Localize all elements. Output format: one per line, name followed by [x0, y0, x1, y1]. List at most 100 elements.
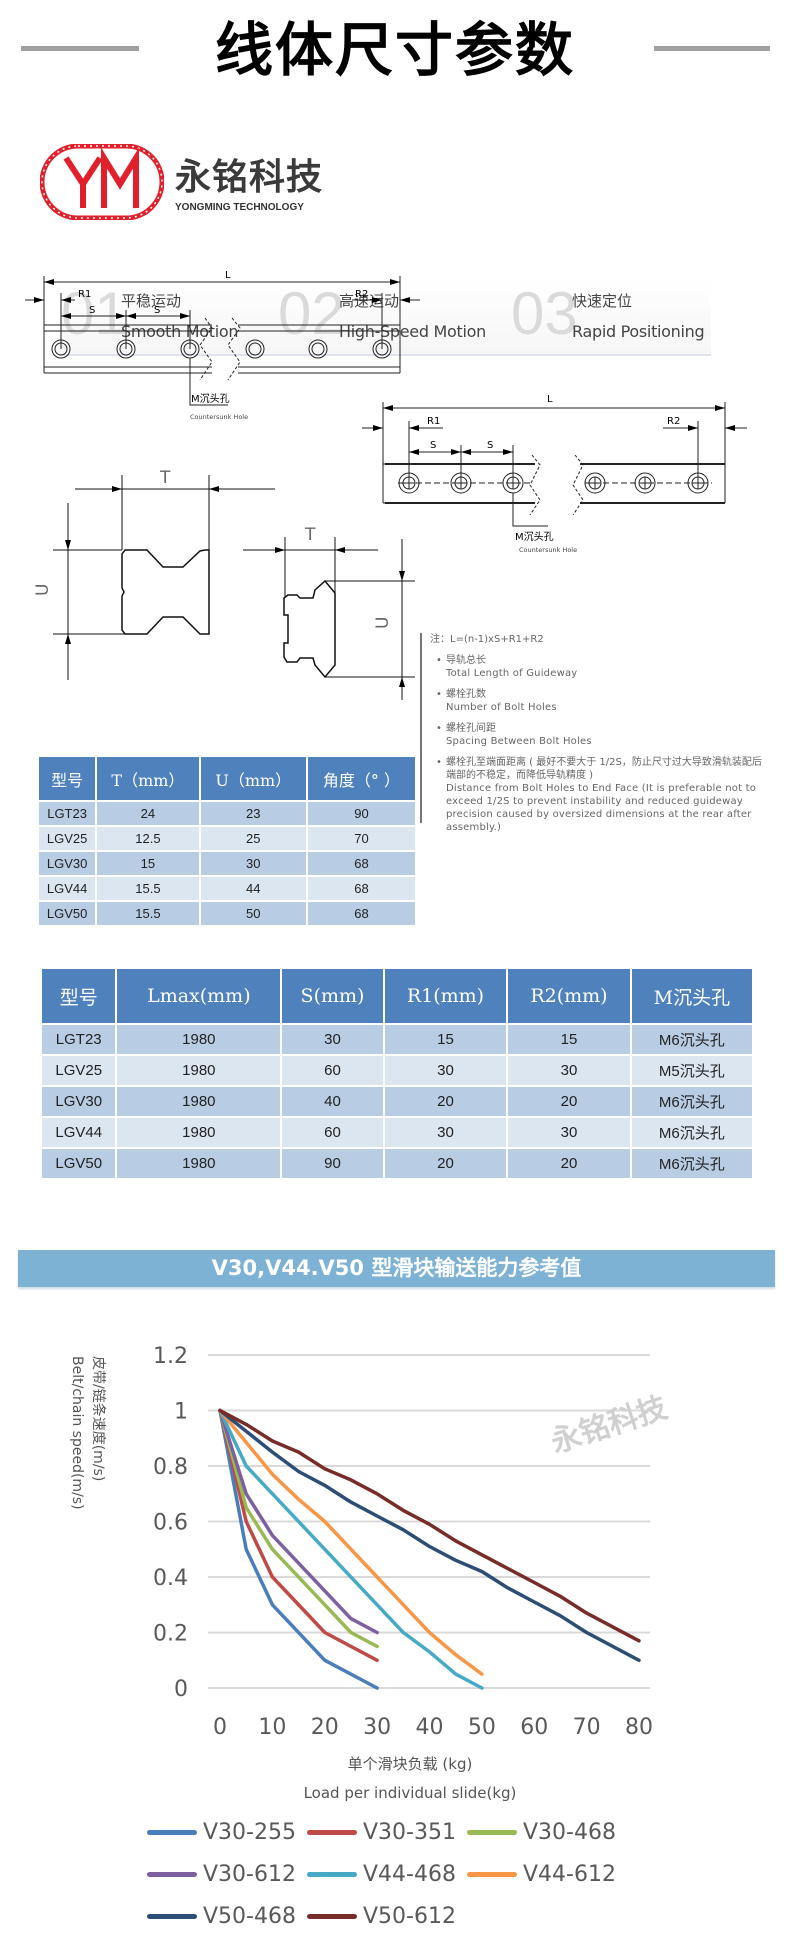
table-cell: 60 — [282, 1056, 383, 1085]
table-cell: 1980 — [117, 1118, 281, 1147]
table-cell: 30 — [384, 1118, 507, 1147]
table-cell: 1980 — [117, 1025, 281, 1054]
dim-label-T: T — [304, 525, 316, 545]
legend-label: V50-612 — [363, 1903, 456, 1929]
note-cn: 导轨总长 — [446, 655, 486, 666]
table-cell: 30 — [282, 1025, 383, 1054]
table-cell: 90 — [282, 1149, 383, 1178]
column-header: 型号 — [42, 969, 116, 1023]
x-tick-label: 40 — [416, 1715, 444, 1740]
table-cell: 40 — [282, 1087, 383, 1116]
y-tick-label: 0.6 — [153, 1511, 188, 1536]
table-cell: LGV50 — [42, 1149, 116, 1178]
table-cell: M6沉头孔 — [631, 1118, 752, 1147]
title-divider-left — [21, 46, 139, 51]
table-cell: M6沉头孔 — [631, 1149, 752, 1178]
series-line-v30-468 — [218, 1408, 379, 1649]
series-line-v30-255 — [218, 1408, 379, 1690]
y-axis-title-cn: 皮带/链条速度(m/s) — [90, 1356, 106, 1482]
note-en: Spacing Between Bolt Holes — [446, 736, 592, 747]
legend-swatch — [147, 1913, 197, 1919]
dim-label-U: U — [33, 584, 53, 596]
note-item: 螺栓孔至端面距离 ( 最好不要大于 1/2S，防止尺寸过大导致滑轨装配后端部的不… — [430, 756, 765, 834]
table-cell: 68 — [307, 877, 415, 900]
dim-label-R1: R1 — [427, 416, 440, 427]
table-cell: M6沉头孔 — [631, 1087, 752, 1116]
feature-title-cn: 快速定位 — [572, 292, 633, 310]
table-cell: 30 — [200, 852, 306, 875]
y-tick-label: 0 — [174, 1677, 188, 1702]
note-item: 螺栓孔数 Number of Bolt Holes — [430, 688, 770, 714]
table-cell: 24 — [97, 802, 199, 825]
table-cell: LGT23 — [42, 1025, 116, 1054]
dim-label-R2: R2 — [355, 289, 368, 300]
feature-title-en: High-Speed Motion — [339, 322, 486, 341]
dim-label-L: L — [547, 394, 553, 405]
table-cell: 68 — [307, 852, 415, 875]
series-line-v30-351 — [218, 1408, 379, 1663]
column-header: R2(mm) — [508, 969, 630, 1023]
column-header: M沉头孔 — [631, 969, 752, 1023]
legend-label: V30-468 — [523, 1819, 616, 1845]
table-cell: 30 — [384, 1056, 507, 1085]
technical-drawings: L R1 S S R2 M沉头孔 Countersunk Hole L R1 S… — [25, 270, 747, 700]
column-header: 角度（° ） — [307, 757, 415, 800]
series-line-v30-612 — [218, 1408, 379, 1635]
dim-label-U: U — [373, 617, 393, 629]
dim-label-L: L — [225, 270, 231, 281]
table-cell: 23 — [200, 802, 306, 825]
legend-swatch — [467, 1871, 517, 1877]
legend-item: V30-351 — [307, 1819, 456, 1845]
legend-swatch — [307, 1871, 357, 1877]
series-line-v50-468 — [218, 1408, 641, 1663]
dim-label-S: S — [89, 305, 95, 316]
note-cn: 螺栓孔间距 — [446, 723, 496, 734]
dim-label-S: S — [487, 440, 493, 451]
feature-title-cn: 平稳运动 — [121, 292, 182, 310]
note-cn: 螺栓孔数 — [446, 689, 486, 700]
legend-item: V50-612 — [307, 1903, 456, 1929]
profile-drawing-v — [53, 475, 275, 680]
hole-label-en: Countersunk Hole — [190, 413, 248, 421]
note-en: Distance from Bolt Holes to End Face (It… — [446, 783, 757, 833]
note-item: 导轨总长 Total Length of Guideway — [430, 654, 770, 680]
table-cell: 12.5 — [97, 827, 199, 850]
title-divider-right — [654, 46, 770, 51]
note-en: Total Length of Guideway — [446, 668, 578, 679]
legend-swatch — [147, 1871, 197, 1877]
dim-label-S: S — [430, 440, 436, 451]
x-tick-label: 30 — [363, 1715, 391, 1740]
brand-name: 永铭科技 — [175, 157, 324, 198]
legend-swatch — [307, 1913, 357, 1919]
table-cell: 20 — [384, 1087, 507, 1116]
y-tick-label: 1.2 — [153, 1344, 188, 1369]
note-cn: 螺栓孔至端面距离 ( 最好不要大于 1/2S，防止尺寸过大导致滑轨装配后端部的不… — [446, 757, 762, 781]
hole-label: M沉头孔 — [515, 530, 554, 543]
x-tick-label: 10 — [258, 1715, 286, 1740]
note-item: 螺栓孔间距 Spacing Between Bolt Holes — [430, 722, 770, 748]
dim-label-S: S — [154, 305, 160, 316]
x-axis-title-cn: 单个滑块负载 (kg) — [347, 1755, 473, 1773]
rail-drawing-side — [362, 402, 747, 527]
dim-label-R1: R1 — [78, 289, 91, 300]
note-en: Number of Bolt Holes — [446, 702, 557, 713]
column-header: 型号 — [39, 757, 96, 800]
column-header: S(mm) — [282, 969, 383, 1023]
feature-title-cn: 高速运动 — [339, 292, 400, 310]
series-line-v44-468 — [218, 1408, 484, 1690]
x-tick-label: 70 — [573, 1715, 601, 1740]
table-cell: LGV44 — [42, 1118, 116, 1147]
legend-label: V30-351 — [363, 1819, 456, 1845]
table-cell: 15 — [508, 1025, 630, 1054]
profile-drawing-t — [243, 537, 415, 700]
legend-label: V30-255 — [203, 1819, 296, 1845]
legend-label: V30-612 — [203, 1861, 296, 1887]
feature-title-en: Rapid Positioning — [572, 322, 705, 341]
table-cell: 15.5 — [97, 902, 199, 925]
